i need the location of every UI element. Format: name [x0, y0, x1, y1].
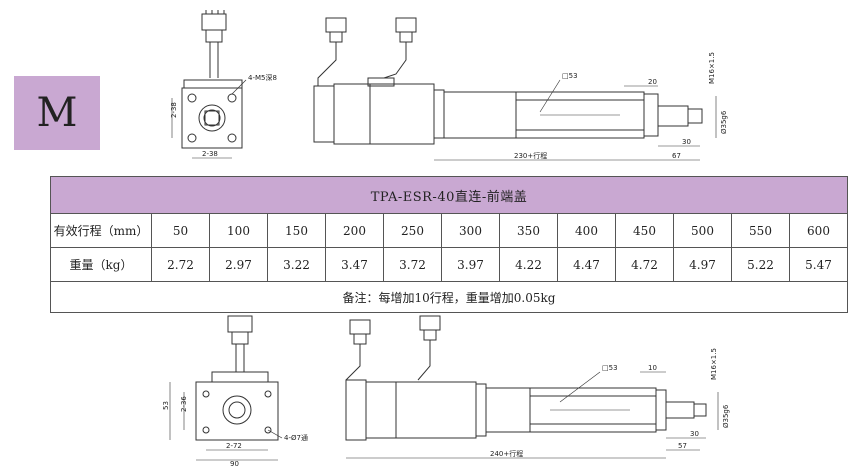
top-shaft: Ø35g6 — [720, 110, 728, 134]
top-side-dim: 2-38 — [170, 102, 178, 118]
stroke-cell: 250 — [383, 213, 442, 248]
weight-cell: 4.72 — [615, 247, 674, 282]
weight-cell: 2.97 — [209, 247, 268, 282]
bottom-dim-10: 10 — [648, 364, 657, 372]
stroke-cell: 450 — [615, 213, 674, 248]
weight-cell: 3.72 — [383, 247, 442, 282]
bottom-dim-30: 30 — [690, 430, 699, 438]
spec-table-title: TPA-ESR-40直连-前端盖 — [50, 176, 848, 214]
top-thread: M16×1.5 — [708, 52, 716, 84]
stroke-cell: 500 — [673, 213, 732, 248]
bottom-side-view — [345, 315, 719, 459]
bottom-dim-57: 57 — [678, 442, 687, 450]
top-dim-20: 20 — [648, 78, 657, 86]
stroke-label: 有效行程（mm） — [50, 213, 152, 248]
bottom-width-90: 90 — [230, 460, 239, 468]
top-profile: □53 — [562, 72, 578, 80]
stroke-cell: 150 — [267, 213, 326, 248]
weight-cell: 5.47 — [789, 247, 848, 282]
stroke-cell: 200 — [325, 213, 384, 248]
weight-cell: 5.22 — [731, 247, 790, 282]
stroke-cell: 400 — [557, 213, 616, 248]
table-note: 备注：每增加10行程，重量增加0.05kg — [50, 281, 848, 313]
bottom-side-dim: 2-36 — [180, 396, 188, 412]
weight-cell: 2.72 — [151, 247, 210, 282]
stroke-cell: 100 — [209, 213, 268, 248]
top-dim-30: 30 — [682, 138, 691, 146]
top-length: 230+行程 — [514, 151, 547, 160]
bottom-front-view — [169, 315, 283, 461]
bottom-length: 240+行程 — [490, 449, 523, 458]
stroke-cell: 350 — [499, 213, 558, 248]
spec-table-title-row: TPA-ESR-40直连-前端盖 — [50, 176, 848, 214]
top-front-view — [171, 10, 247, 159]
stroke-cell: 600 — [789, 213, 848, 248]
weight-cell: 3.97 — [441, 247, 500, 282]
top-dim-67: 67 — [672, 152, 681, 160]
top-bolt-note: 4-M5深8 — [248, 73, 277, 82]
bottom-height-53: 53 — [162, 401, 170, 410]
stroke-cell: 550 — [731, 213, 790, 248]
note-row: 备注：每增加10行程，重量增加0.05kg — [50, 281, 848, 313]
bottom-thread: M16×1.5 — [710, 348, 718, 380]
bottom-bottom-dim: 2-72 — [226, 442, 242, 450]
weight-label: 重量（kg） — [50, 247, 152, 282]
weight-cell: 4.97 — [673, 247, 732, 282]
top-bottom-dim: 2-38 — [202, 150, 218, 158]
weight-cell: 4.47 — [557, 247, 616, 282]
stroke-cell: 300 — [441, 213, 500, 248]
bottom-hole-note: 4-Ø7通 — [284, 433, 308, 442]
stroke-cell: 50 — [151, 213, 210, 248]
weight-cell: 3.22 — [267, 247, 326, 282]
weight-cell: 3.47 — [325, 247, 384, 282]
top-side-view — [313, 17, 717, 161]
bottom-profile: □53 — [602, 364, 618, 372]
weight-cell: 4.22 — [499, 247, 558, 282]
model-badge: M — [14, 76, 100, 150]
model-letter: M — [36, 90, 78, 136]
bottom-shaft: Ø35g6 — [722, 404, 730, 428]
